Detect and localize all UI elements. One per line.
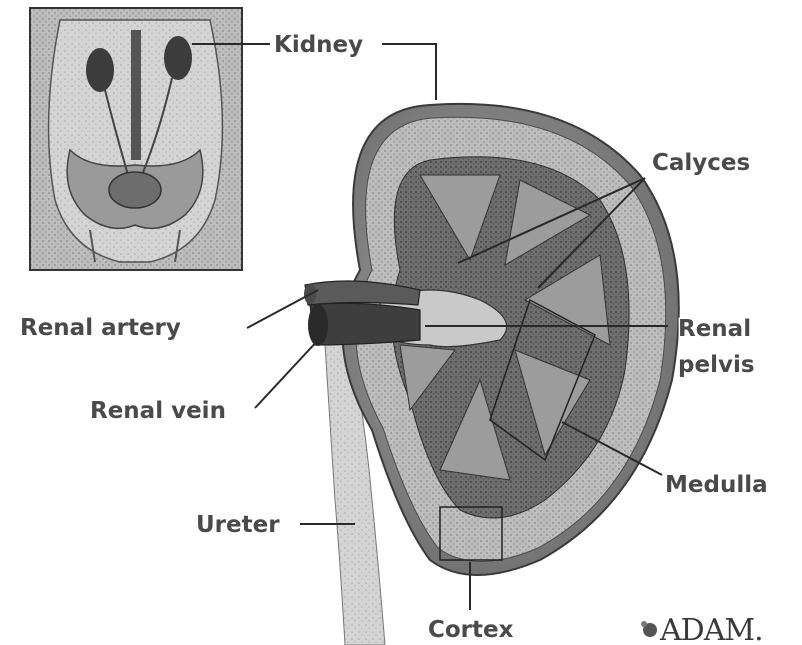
renal-artery-leader xyxy=(247,290,318,328)
inset-left-kidney xyxy=(86,48,114,92)
renal-vein-leader xyxy=(255,338,320,408)
label-renal-vein: Renal vein xyxy=(90,398,226,424)
adam-logo-text: ADAM. xyxy=(659,613,763,645)
inset-aorta xyxy=(131,30,141,160)
label-cortex: Cortex xyxy=(428,617,514,643)
label-renal-pelvis-line1: Renal xyxy=(678,316,751,342)
inset-bladder xyxy=(109,172,161,208)
inset-body-illustration xyxy=(30,8,242,270)
label-ureter: Ureter xyxy=(196,512,280,538)
label-renal-artery: Renal artery xyxy=(20,315,181,341)
label-calyces: Calyces xyxy=(652,150,750,176)
label-kidney: Kidney xyxy=(274,32,363,58)
inset-right-kidney xyxy=(164,36,192,80)
label-renal-pelvis-line2: pelvis xyxy=(678,352,755,378)
label-medulla: Medulla xyxy=(665,472,768,498)
adam-logo: ADAM. xyxy=(641,613,763,645)
